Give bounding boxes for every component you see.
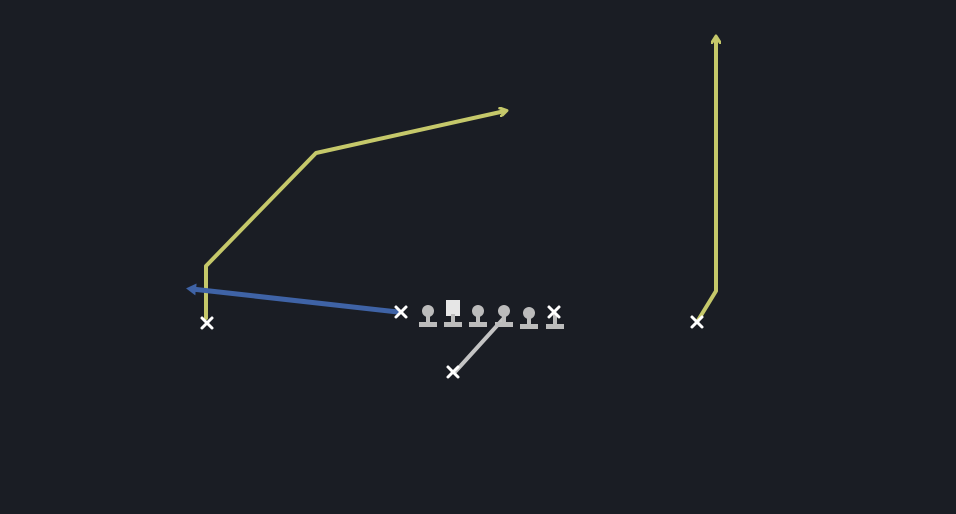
player-wr-left-x-icon: [200, 316, 214, 330]
lineman-end-right: [546, 314, 564, 329]
lineman-tackle-right: [520, 307, 538, 329]
lineman-center: [469, 305, 487, 327]
player-wr-right-x-icon: [690, 315, 704, 329]
lineman-tackle-left: [419, 305, 437, 327]
route-wr-right-go: [695, 38, 716, 324]
player-slot-left-x-icon: [394, 305, 408, 319]
route-slot-left-flat: [186, 283, 401, 315]
lineman-guard-right: [495, 305, 513, 327]
player-te-x-icon: [547, 305, 561, 319]
route-wr-left-corner: [204, 111, 505, 320]
player-back-x-icon: [446, 365, 460, 379]
lineman-guard-left: [444, 300, 462, 327]
